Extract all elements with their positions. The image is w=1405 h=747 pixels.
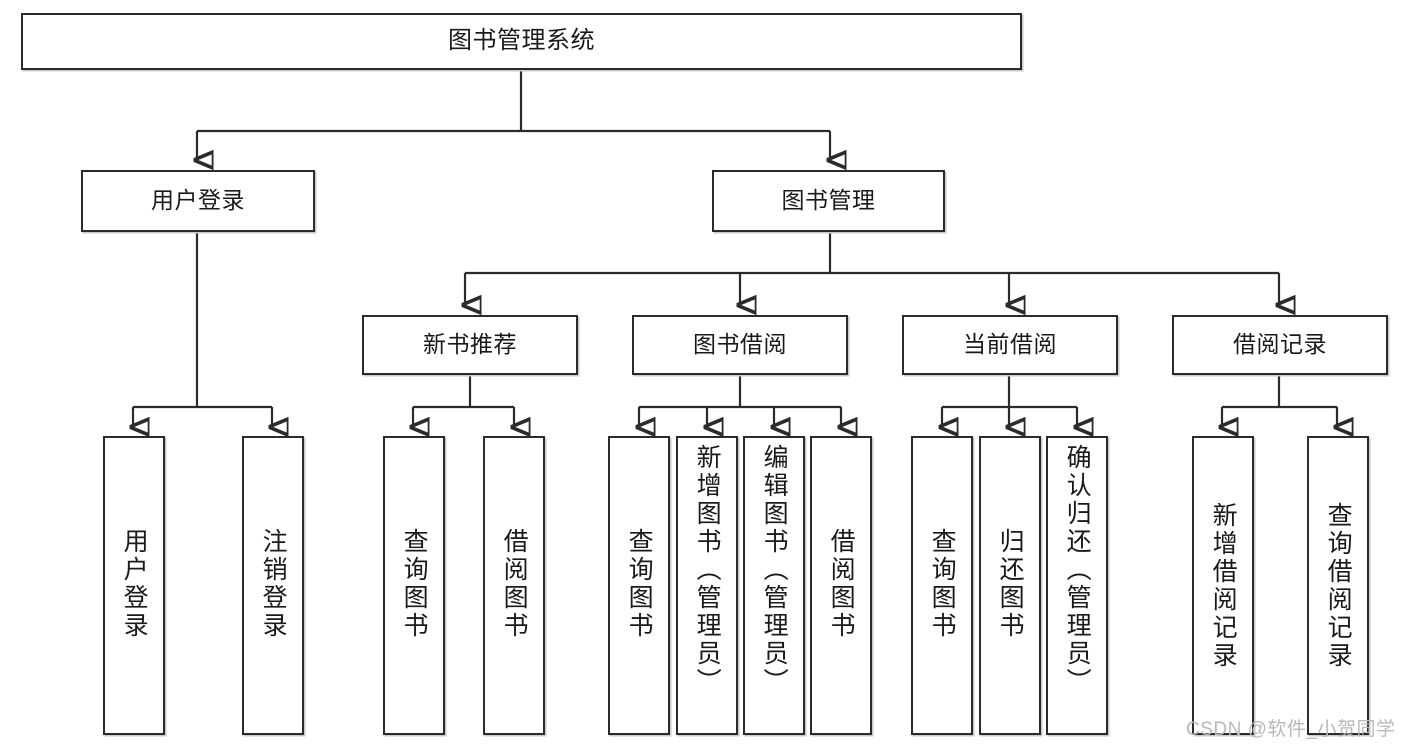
node-borrow-record[interactable]: 借阅记录 [1172, 315, 1388, 375]
node-user-login-label: 用户登录 [151, 187, 245, 214]
leaf-new-book-borrow[interactable]: 借阅图书 [483, 436, 545, 735]
leaf-new-book-borrow-label: 借阅图书 [500, 528, 529, 640]
leaf-user-login-signout-label: 注销登录 [259, 528, 288, 640]
leaf-book-borrow-edit[interactable]: 编辑图书（管理员） [743, 436, 805, 735]
leaf-current-borrow-confirm-return[interactable]: 确认归还（管理员） [1046, 436, 1108, 735]
csdn-watermark: CSDN @软件_小贺同学 [1186, 719, 1396, 740]
leaf-borrow-record-add-label: 新增借阅记录 [1209, 502, 1238, 670]
node-current-borrow[interactable]: 当前借阅 [902, 315, 1118, 375]
leaf-book-borrow-add[interactable]: 新增图书（管理员） [676, 436, 738, 735]
leaf-book-borrow-query-label: 查询图书 [625, 528, 654, 640]
leaf-borrow-record-add[interactable]: 新增借阅记录 [1192, 436, 1254, 735]
leaf-book-borrow-borrow-label: 借阅图书 [827, 528, 856, 640]
leaf-current-borrow-return-label: 归还图书 [996, 528, 1025, 640]
node-root-system[interactable]: 图书管理系统 [21, 13, 1022, 70]
leaf-book-borrow-add-label: 新增图书（管理员） [693, 444, 722, 696]
leaf-new-book-query[interactable]: 查询图书 [383, 436, 445, 735]
node-book-management[interactable]: 图书管理 [712, 170, 945, 232]
leaf-user-login-signout[interactable]: 注销登录 [242, 436, 304, 735]
leaf-book-borrow-borrow[interactable]: 借阅图书 [810, 436, 872, 735]
leaf-borrow-record-query[interactable]: 查询借阅记录 [1307, 436, 1369, 735]
leaf-book-borrow-query[interactable]: 查询图书 [608, 436, 670, 735]
leaf-user-login-signin-label: 用户登录 [120, 528, 149, 640]
leaf-borrow-record-query-label: 查询借阅记录 [1324, 502, 1353, 670]
node-book-borrow[interactable]: 图书借阅 [632, 315, 848, 375]
leaf-current-borrow-query[interactable]: 查询图书 [911, 436, 973, 735]
node-new-book-recommend[interactable]: 新书推荐 [362, 315, 578, 375]
leaf-book-borrow-edit-label: 编辑图书（管理员） [760, 444, 789, 696]
node-root-system-label: 图书管理系统 [448, 27, 595, 55]
leaf-current-borrow-confirm-return-label: 确认归还（管理员） [1063, 444, 1092, 696]
leaf-current-borrow-return[interactable]: 归还图书 [979, 436, 1041, 735]
node-book-management-label: 图书管理 [781, 187, 876, 214]
node-book-borrow-label: 图书借阅 [693, 331, 787, 358]
node-borrow-record-label: 借阅记录 [1233, 331, 1327, 358]
node-user-login[interactable]: 用户登录 [81, 170, 315, 232]
node-new-book-recommend-label: 新书推荐 [423, 331, 517, 358]
leaf-current-borrow-query-label: 查询图书 [928, 528, 957, 640]
leaf-new-book-query-label: 查询图书 [400, 528, 429, 640]
leaf-user-login-signin[interactable]: 用户登录 [103, 436, 165, 735]
node-current-borrow-label: 当前借阅 [963, 331, 1057, 358]
